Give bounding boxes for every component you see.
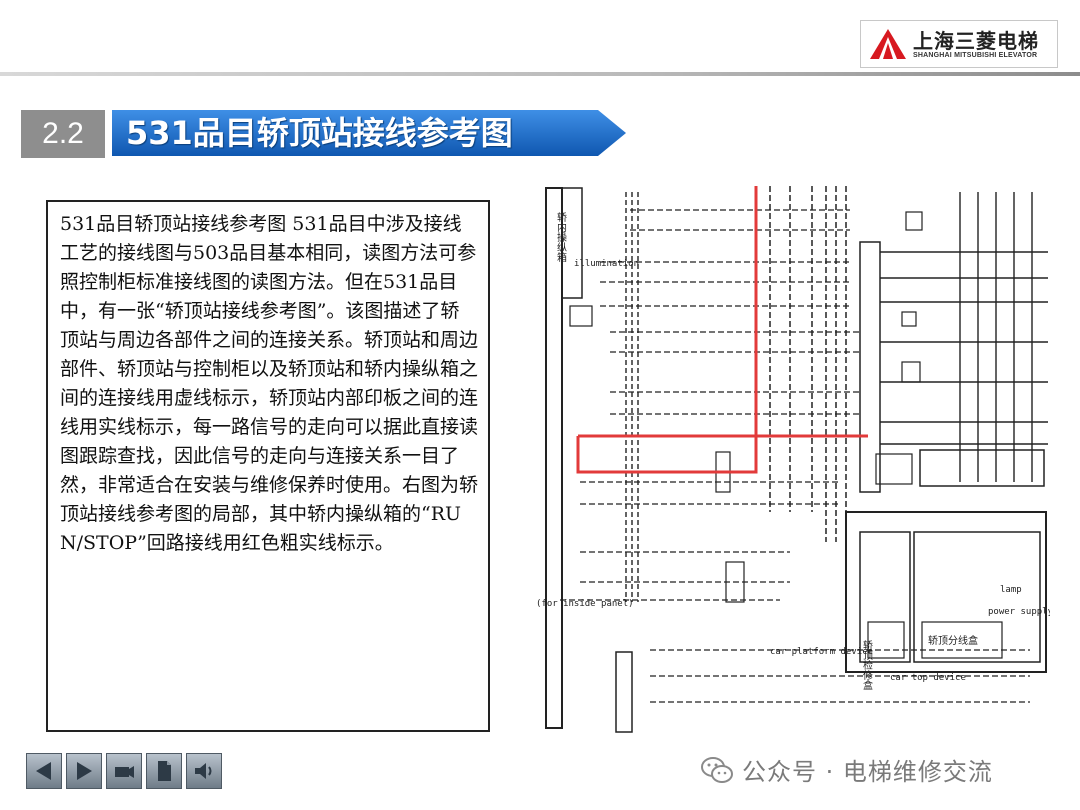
speaker-icon [195, 763, 212, 779]
logo-english-name: SHANGHAI MITSUBISHI ELEVATOR [913, 51, 1038, 59]
diagram-label-illumination: illumination [574, 259, 639, 269]
prev-button[interactable] [26, 753, 62, 789]
description-text: 531品目轿顶站接线参考图 531品目中涉及接线工艺的接线图与503品目基本相同… [60, 213, 479, 554]
next-button[interactable] [66, 753, 102, 789]
document-button[interactable] [146, 753, 182, 789]
header-divider [0, 72, 1080, 76]
sound-button[interactable] [186, 753, 222, 789]
diagram-label-power: power supply [988, 607, 1050, 617]
description-box: 531品目轿顶站接线参考图 531品目中涉及接线工艺的接线图与503品目基本相同… [46, 200, 490, 732]
diagram-label-car-panel: 轿内操纵箱 [555, 211, 567, 263]
company-logo: 上海三菱电梯 SHANGHAI MITSUBISHI ELEVATOR [860, 20, 1058, 68]
diagram-label-box-b: 轿顶分线盒 [928, 634, 978, 647]
diagram-label-box-a: 轿顶检修盒 [861, 639, 873, 690]
section-title: 531品目轿顶站接线参考图 [126, 114, 513, 152]
watermark-text: 公众号 · 电梯维修交流 [742, 758, 993, 786]
diagram-label-platform-device: car platform device [770, 647, 873, 657]
document-icon [158, 761, 171, 781]
diagram-label-top-device: car top device [890, 673, 966, 683]
watermark: 公众号 · 电梯维修交流 [700, 752, 993, 787]
wiring-diagram: illumination (for inside panel) car plat… [530, 182, 1054, 742]
diagram-label-lamp: lamp [1000, 585, 1022, 595]
wechat-icon [701, 756, 733, 783]
section-title-bar: 531品目轿顶站接线参考图 [112, 106, 626, 160]
mitsubishi-logo-icon [870, 29, 906, 59]
slide-navigation [26, 753, 222, 789]
section-number: 2.2 [21, 110, 105, 158]
wiring-diagram-graphic: illumination (for inside panel) car plat… [536, 186, 1054, 733]
logo-chinese-name: 上海三菱电梯 [913, 28, 1039, 53]
camera-icon [115, 766, 134, 778]
end-button[interactable] [106, 753, 142, 789]
diagram-label-inside-panel: (for inside panel) [536, 599, 634, 609]
triangle-left-icon [36, 762, 51, 780]
triangle-right-icon [77, 762, 92, 780]
